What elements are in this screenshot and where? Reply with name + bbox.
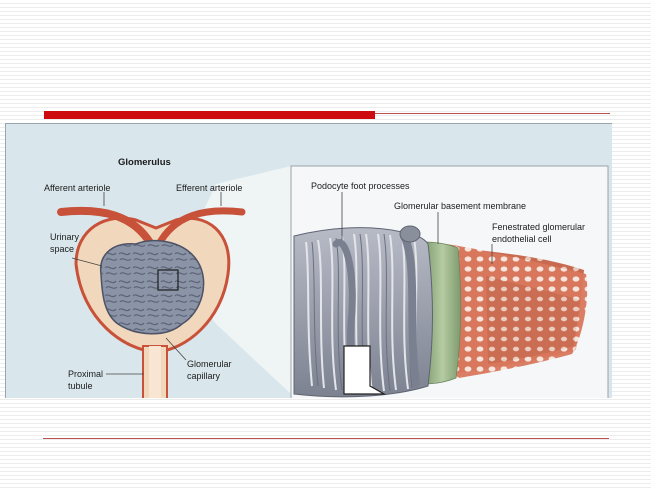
podocyte-primary-process-2 — [400, 232, 420, 388]
label-afferent-arteriole: Afferent arteriole — [44, 183, 110, 193]
podocyte-cell-body — [399, 225, 421, 243]
label-proximal-tubule-1: Proximal — [68, 369, 103, 379]
foot-process-striations — [305, 233, 419, 393]
label-proximal-tubule-2: tubule — [68, 381, 93, 391]
label-efferent-arteriole: Efferent arteriole — [176, 183, 242, 193]
slit-diaphragm-cutout — [343, 345, 387, 395]
label-urinary-space-1: Urinary — [50, 232, 80, 242]
label-urinary-space-2: space — [50, 244, 74, 254]
label-glomerular-basement-membrane: Glomerular basement membrane — [394, 201, 526, 211]
label-glomerular-capillary-1: Glomerular — [187, 359, 232, 369]
label-fenestrated-endothelial-2: endothelial cell — [492, 234, 552, 244]
title-accent-bar — [44, 111, 375, 119]
urinary-space-leader — [71, 257, 103, 267]
proximal-tubule-lumen — [149, 346, 161, 398]
podocyte-foot-processes — [293, 227, 433, 398]
label-podocyte-foot-processes: Podocyte foot processes — [311, 181, 410, 191]
glomerulus-diagram: Glomerulus Afferent arteriole Efferent a… — [6, 124, 612, 398]
label-glomerular-capillary-2: capillary — [187, 371, 221, 381]
title-divider-line — [375, 113, 610, 114]
afferent-arteriole — [57, 206, 156, 250]
endothelium-lumen — [486, 276, 580, 364]
label-fenestrated-endothelial-1: Fenestrated glomerular — [492, 222, 585, 232]
efferent-arteriole — [154, 207, 246, 250]
zoom-box — [157, 269, 179, 291]
glomerulus-figure: Glomerulus Afferent arteriole Efferent a… — [5, 123, 612, 398]
glomerular-tuft — [100, 239, 205, 335]
footer-divider-line — [43, 438, 609, 439]
figure-title: Glomerulus — [118, 157, 171, 168]
capillary-leader — [165, 337, 187, 361]
